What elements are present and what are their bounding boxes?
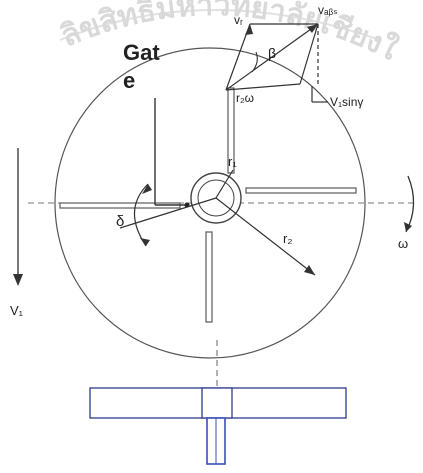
beta-label: β (268, 45, 276, 61)
vr-label: vᵣ (234, 13, 243, 27)
watermark-arc (59, 9, 381, 41)
omega-arrowhead (404, 222, 412, 232)
vabs-arrowhead (307, 24, 318, 33)
vr-vector (225, 23, 251, 91)
delta-label: δ (116, 213, 124, 230)
vg-label: V₁ (10, 303, 24, 318)
vane-bottom (205, 231, 213, 323)
vsin-label: V₁sinγ (330, 95, 363, 109)
right-edge (299, 23, 319, 85)
velocity-triangle (225, 23, 319, 91)
side-view-hub (201, 387, 233, 419)
hub-inner (197, 179, 235, 217)
disk (54, 47, 366, 359)
r2-arrowhead (304, 265, 315, 275)
delta-arc (133, 183, 149, 247)
omega-label: ω (398, 236, 408, 251)
r2-line (215, 197, 316, 276)
gate-label-line1: Gat (123, 40, 160, 65)
vr-arrowhead (245, 24, 253, 35)
beta-arc (251, 51, 258, 73)
gate-label-line2: e (123, 68, 135, 93)
vabs-vector (225, 23, 319, 91)
r2omega-label: r₂ω (236, 91, 254, 105)
watermark-text: ลิขสิทธิ์มหาวิทยาลัยเชียงใหม่ (0, 0, 403, 67)
delta-arrowhead-top (142, 184, 152, 194)
vane-right (245, 187, 357, 194)
r1-label: r₁ (228, 154, 237, 169)
vabs-label: vₐᵦₛ (318, 3, 338, 17)
delta-arrowhead-bottom (140, 238, 150, 246)
r1-line (215, 169, 234, 199)
vg-arrowhead (13, 274, 23, 286)
r2-label: r₂ (283, 231, 292, 246)
r2omega-vector (225, 83, 301, 91)
